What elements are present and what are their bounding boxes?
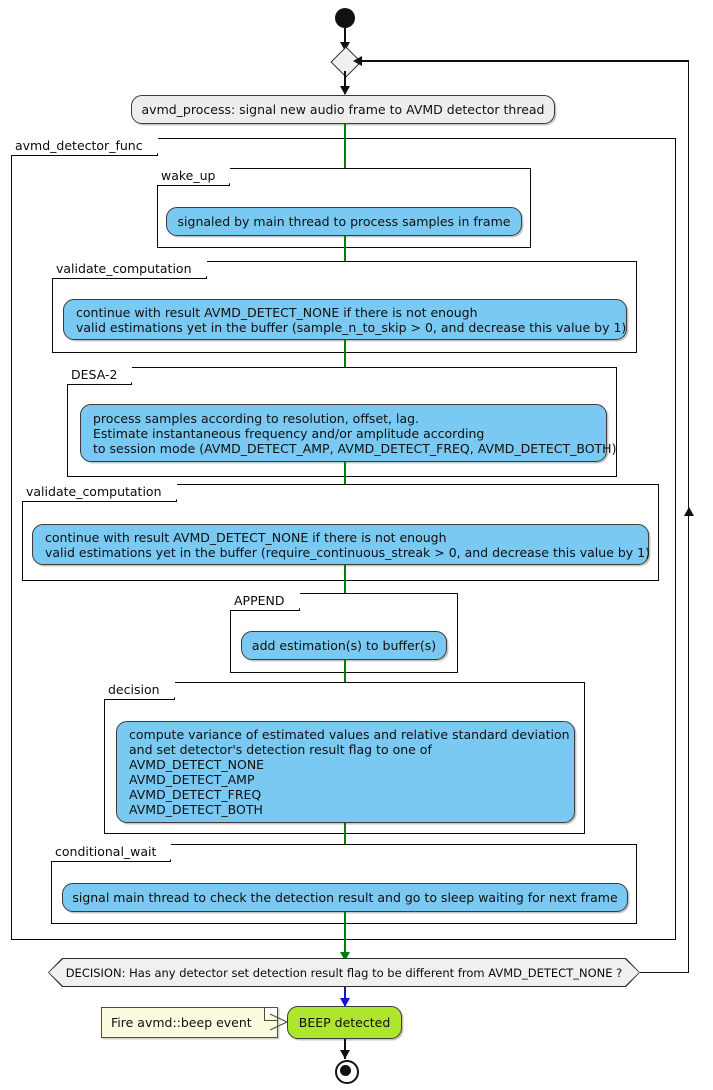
flow-beep-to-end <box>344 1039 346 1059</box>
flow-merge-to-entry <box>344 71 346 94</box>
arrowhead-loopback-direction <box>683 507 694 516</box>
arrowhead-to-decision-node <box>340 952 350 961</box>
activity-validate-computation-1-line1: continue with result AVMD_DETECT_NONE if… <box>76 304 478 320</box>
activity-append-label: add estimation(s) to buffer(s) <box>251 638 437 653</box>
activity-desa-2-line3: to session mode (AVMD_DETECT_AMP, AVMD_D… <box>93 440 617 456</box>
activity-validate-computation-2[interactable]: continue with result AVMD_DETECT_NONE if… <box>32 524 650 565</box>
partition-wake-up-label: wake_up <box>157 167 231 186</box>
end-node-inner-dot <box>339 1064 351 1076</box>
partition-decision-label: decision <box>104 681 175 700</box>
loopback-top-segment <box>355 60 689 62</box>
activity-desa-2[interactable]: process samples according to resolution,… <box>80 404 616 462</box>
activity-decision-line5: AVMD_DETECT_FREQ <box>129 787 262 802</box>
loopback-vertical-segment <box>687 60 690 973</box>
partition-avmd-detector-func-label: avmd_detector_func <box>11 137 158 156</box>
partition-validate-computation-2-label: validate_computation <box>22 483 177 502</box>
start-node <box>335 8 355 28</box>
flow-entry-to-wakeup <box>344 124 346 194</box>
activity-desa-2-line2: Estimate instantaneous frequency and/or … <box>93 425 485 441</box>
activity-decision-line4: AVMD_DETECT_AMP <box>129 772 255 787</box>
activity-avmd-process[interactable]: avmd_process: signal new audio frame to … <box>131 95 555 124</box>
activity-conditional-wait-label: signal main thread to check the detectio… <box>72 890 618 905</box>
activity-decision-line1: compute variance of estimated values and… <box>129 727 570 742</box>
arrowhead-decision-to-beep <box>340 998 350 1007</box>
activity-validate-computation-2-label: continue with result AVMD_DETECT_NONE if… <box>33 530 662 560</box>
activity-wake-up[interactable]: signaled by main thread to process sampl… <box>166 207 522 236</box>
partition-desa-2-label: DESA-2 <box>67 366 133 385</box>
loopback-bottom-segment <box>640 971 688 974</box>
activity-validate-computation-2-line2: valid estimations yet in the buffer (req… <box>45 544 651 560</box>
activity-desa-2-line1: process samples according to resolution,… <box>93 410 420 426</box>
activity-conditional-wait[interactable]: signal main thread to check the detectio… <box>62 883 628 912</box>
partition-validate-computation-1-label: validate_computation <box>52 260 207 279</box>
activity-avmd-process-label: avmd_process: signal new audio frame to … <box>141 102 545 117</box>
activity-decision-line2: and set detector's detection result flag… <box>129 742 432 757</box>
decision-node-label: DECISION: Has any detector set detection… <box>65 965 623 980</box>
activity-validate-computation-1-line2: valid estimations yet in the buffer (sam… <box>76 319 627 335</box>
flow-conditional-wait-to-decision-node <box>344 912 346 962</box>
activity-validate-computation-1-label: continue with result AVMD_DETECT_NONE if… <box>64 305 638 335</box>
note-fire-beep-event-label: Fire avmd::beep event <box>111 1015 252 1030</box>
partition-append-label: APPEND <box>230 592 300 611</box>
activity-decision-line3: AVMD_DETECT_NONE <box>129 757 265 772</box>
activity-desa-2-label: process samples according to resolution,… <box>81 411 628 456</box>
decision-node[interactable]: DECISION: Has any detector set detection… <box>49 959 639 986</box>
activity-append[interactable]: add estimation(s) to buffer(s) <box>241 631 447 660</box>
activity-beep-detected-label: BEEP detected <box>298 1015 391 1030</box>
flow-start-to-merge <box>344 28 346 50</box>
activity-validate-computation-2-line1: continue with result AVMD_DETECT_NONE if… <box>45 529 447 545</box>
partition-conditional-wait-label: conditional_wait <box>51 843 172 862</box>
activity-decision-line6: AVMD_DETECT_BOTH <box>129 802 263 817</box>
arrowhead-beep-to-end <box>340 1050 350 1059</box>
arrowhead-merge-to-entry <box>340 86 350 95</box>
note-fire-beep-event: Fire avmd::beep event <box>101 1007 278 1038</box>
arrowhead-loopback-into-merge <box>353 56 362 66</box>
activity-decision[interactable]: compute variance of estimated values and… <box>116 721 575 823</box>
activity-decision-label: compute variance of estimated values and… <box>117 727 582 817</box>
activity-wake-up-label: signaled by main thread to process sampl… <box>177 214 511 229</box>
activity-validate-computation-1[interactable]: continue with result AVMD_DETECT_NONE if… <box>63 299 627 340</box>
activity-beep-detected[interactable]: BEEP detected <box>287 1006 402 1039</box>
